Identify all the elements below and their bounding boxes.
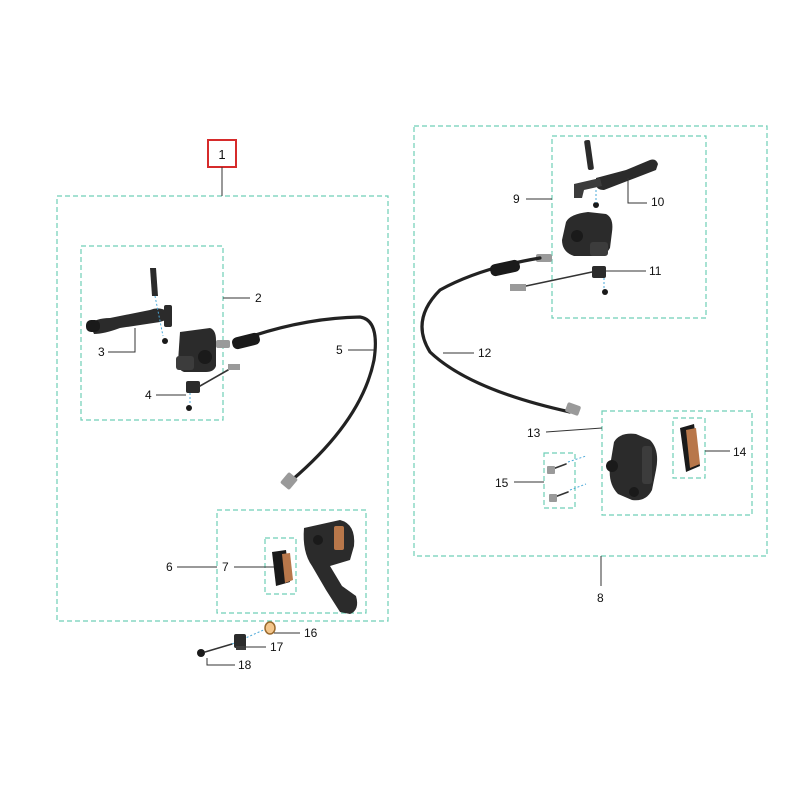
- callout-2[interactable]: 2: [255, 291, 262, 305]
- callout-4[interactable]: 4: [145, 388, 152, 402]
- right-master-cylinder-part[interactable]: [536, 212, 613, 262]
- pad-14-box: [672, 417, 706, 479]
- left-assembly-group: [56, 139, 389, 622]
- callout-8[interactable]: 8: [597, 591, 604, 605]
- leader-18: [206, 658, 235, 666]
- caliper-6-box: [216, 509, 367, 614]
- lower-parts-group: [197, 621, 300, 666]
- callout-labels: 1 2 3 4 5 6 7 8 9 10 11 12 13 14 15 16 1…: [98, 147, 747, 672]
- left-master-cylinder-part[interactable]: [162, 328, 230, 372]
- bolt-18-part[interactable]: [197, 643, 233, 657]
- callout-11[interactable]: 11: [649, 264, 662, 278]
- master-cylinder-9-box: [551, 135, 707, 319]
- washer-16-part[interactable]: [264, 621, 276, 635]
- bolt-15-box: [543, 452, 576, 509]
- assembly-1-box: [56, 195, 389, 622]
- callout-3[interactable]: 3: [98, 345, 105, 359]
- callout-17[interactable]: 17: [270, 640, 284, 654]
- callout-7[interactable]: 7: [222, 560, 229, 574]
- leader-10: [627, 178, 647, 204]
- bracket-17-part[interactable]: [234, 634, 246, 650]
- right-brake-lever-part[interactable]: [574, 139, 658, 208]
- caliper-bolts-15-part[interactable]: [547, 463, 569, 502]
- right-caliper-13-part[interactable]: [606, 433, 658, 501]
- callout-14[interactable]: 14: [733, 445, 747, 459]
- right-brake-hose-12[interactable]: [420, 256, 572, 414]
- callout-10[interactable]: 10: [651, 195, 665, 209]
- callout-16[interactable]: 16: [304, 626, 318, 640]
- left-brake-lever-part[interactable]: [86, 268, 172, 334]
- callout-5[interactable]: 5: [336, 343, 343, 357]
- left-caliper-6-part[interactable]: [303, 520, 358, 614]
- leader-3: [108, 328, 136, 353]
- callout-9[interactable]: 9: [513, 192, 520, 206]
- master-cylinder-2-box: [80, 245, 224, 421]
- leader-13: [545, 427, 603, 433]
- callout-12[interactable]: 12: [478, 346, 492, 360]
- callout-6[interactable]: 6: [166, 560, 173, 574]
- brake-light-switch-4-part[interactable]: [186, 364, 240, 411]
- left-brake-pad-7-part[interactable]: [272, 550, 293, 586]
- pad-7-box: [264, 537, 297, 595]
- brake-switch-11-part[interactable]: [510, 266, 608, 295]
- right-assembly-group: [413, 125, 768, 586]
- left-brake-hose-5[interactable]: [233, 315, 377, 482]
- callout-13[interactable]: 13: [527, 426, 541, 440]
- callout-1[interactable]: 1: [218, 147, 225, 162]
- caliper-13-box: [601, 410, 753, 516]
- right-brake-pad-14-part[interactable]: [680, 424, 700, 472]
- assembly-8-box: [413, 125, 768, 557]
- callout-15[interactable]: 15: [495, 476, 509, 490]
- callout-18[interactable]: 18: [238, 658, 252, 672]
- callout-1-highlight-box[interactable]: [207, 139, 237, 168]
